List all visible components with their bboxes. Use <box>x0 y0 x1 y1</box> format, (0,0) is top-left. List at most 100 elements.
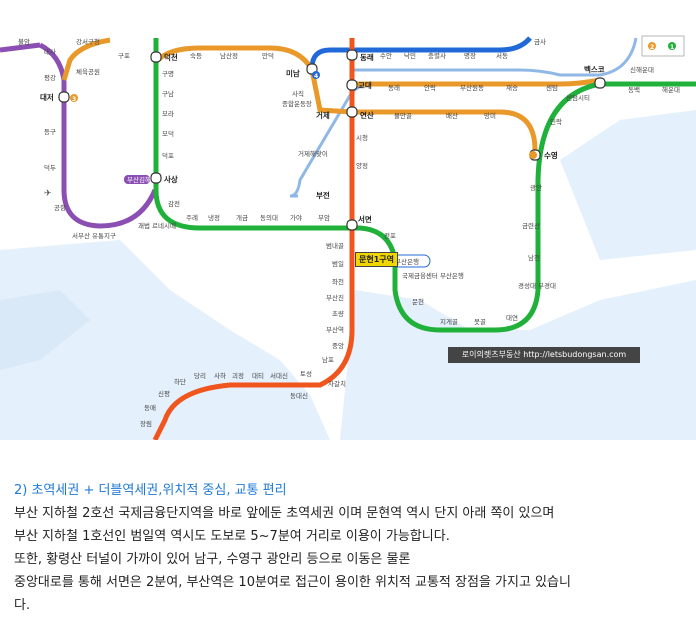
description-line-3: 또한, 황령산 터널이 가까이 있어 남구, 수영구 광안리 등으로 이동은 물… <box>14 552 411 567</box>
station-deokcheon-marker <box>150 51 162 63</box>
line4-route <box>309 36 532 69</box>
station-label-deokdu: 덕두 <box>44 163 56 172</box>
line-badge-number: 4 <box>314 73 318 80</box>
water-area-east <box>560 110 696 260</box>
station-label-nakmin: 낙민 <box>404 51 416 60</box>
station-label-choryang: 초량 <box>332 310 344 318</box>
munhyeon-district-label: 문현1구역 <box>355 252 399 267</box>
busan-bank-label: 부산은행 <box>395 257 419 266</box>
busan-gimhae-tag <box>124 175 150 184</box>
station-label-deunggu: 등구 <box>44 128 56 136</box>
station-label-sinpyeong: 신평 <box>158 389 170 398</box>
station-label-mulmangol: 물만골 <box>394 111 412 120</box>
station-label-hadan: 하단 <box>174 377 186 386</box>
station-label-airport: 공항 <box>54 203 66 212</box>
station-label-daejeo: 대저 <box>40 92 54 102</box>
station-label-busan-station: 부산역 <box>326 325 344 334</box>
station-label-baesan: 배산 <box>446 111 458 120</box>
station-label-busan-gimhae: 부산김해 <box>127 175 151 184</box>
station-label-minam: 미남 <box>286 68 300 78</box>
station-label-dongmae: 동매 <box>144 404 156 412</box>
station-label-daesa: 대사 <box>44 47 56 56</box>
station-daejeo-marker <box>58 91 70 103</box>
station-label-sukdeung: 숙등 <box>190 52 202 60</box>
station-label-seodong: 서동 <box>496 51 508 60</box>
station-label-dongbaek: 동백 <box>628 85 640 94</box>
description-line-5: 다. <box>14 598 31 613</box>
station-label-gaya: 가야 <box>290 213 302 222</box>
station-label-sports: 종합운동장 <box>282 99 312 108</box>
station-label-jigegol: 지게골 <box>440 317 458 326</box>
legend-badge-green <box>668 42 676 50</box>
legend-badge-orange <box>648 42 656 50</box>
station-label-gupo: 구포 <box>118 52 130 60</box>
station-label-modeok: 모덕 <box>162 129 174 138</box>
station-label-dangri: 당리 <box>194 371 206 380</box>
station-label-deokcheon: 덕천 <box>164 52 178 62</box>
station-label-chungryeolsa: 충렬사 <box>428 51 446 60</box>
station-label-daeyeon: 대연 <box>506 314 518 322</box>
donghae-route-top <box>352 37 638 77</box>
description-line-1: 부산 지하철 2호선 국제금융단지역을 바로 앞에둔 초역세권 이며 문현역 역… <box>14 506 555 521</box>
station-label-saha: 사하 <box>214 371 226 380</box>
station-label-toseong: 토성 <box>300 369 312 378</box>
description-line-4: 중앙대로를 통해 서면은 2분여, 부산역은 10분여로 접근이 용이한 위치적… <box>14 575 571 590</box>
station-label-sicheong: 시청 <box>356 134 368 142</box>
station-label-geojehaemaji: 거제해맞이 <box>298 149 328 158</box>
station-label-sajik: 사직 <box>292 89 304 98</box>
station-label-mangmi: 망미 <box>484 111 496 120</box>
station-label-seomyeon: 서면 <box>358 214 372 224</box>
station-label-geoje: 거제 <box>316 110 330 120</box>
donghae-route-mid <box>289 84 361 198</box>
station-label-geumnyeon: 금련산 <box>522 221 540 230</box>
station-label-gwaebeop: 괘법 르네시떼 <box>138 221 176 230</box>
water-area-river <box>0 290 90 370</box>
station-label-gwangan: 광안 <box>530 183 542 192</box>
water-area-west <box>0 240 330 440</box>
station-label-jaesong: 재송 <box>506 84 518 92</box>
legend-box <box>641 35 685 57</box>
station-label-jagalchi: 자갈치 <box>328 379 346 388</box>
station-label-gyodae: 교대 <box>358 80 372 90</box>
station-label-yangjeong: 양정 <box>356 161 368 170</box>
station-label-bexco: 벡스코 <box>584 64 605 74</box>
station-label-goejeong: 괴정 <box>232 371 244 380</box>
station-label-centum-city: 센텀시티 <box>566 93 590 102</box>
subway-map: ✈ 부산은행 불암 대사 강서구청 구포 덕천 숙등 남산정 만덕 미남 동래 … <box>0 35 696 440</box>
watermark: 로이의렛츠부동산 http://letsbudongsan.com <box>448 347 640 363</box>
station-label-beomil: 범일 <box>332 259 344 268</box>
station-label-dongdaesin: 동대신 <box>290 391 308 400</box>
station-seomyeon-marker <box>346 219 358 231</box>
station-gyodae-marker <box>346 79 358 91</box>
station-sasang-marker <box>150 172 162 184</box>
station-label-seodaesin: 서대신 <box>270 371 288 380</box>
line1-route <box>152 38 355 440</box>
station-label-gamjeon: 감전 <box>168 199 180 208</box>
description-block: 2) 초역세권 + 더블역세권,위치적 중심, 교통 편리 부산 지하철 2호선… <box>14 480 686 617</box>
station-label-myeongjang: 명장 <box>464 51 476 60</box>
station-label-geumsa: 금사 <box>534 37 546 46</box>
station-label-motgol: 못골 <box>474 318 486 326</box>
station-label-daeti: 대티 <box>252 371 264 380</box>
line2-route <box>153 38 696 333</box>
station-label-beomnaegol: 범내골 <box>326 241 344 250</box>
station-label-centum: 센텀 <box>546 83 558 92</box>
line3-west-stub <box>61 37 111 81</box>
station-label-kyungsung: 경성대 부경대 <box>518 281 556 290</box>
station-label-allak: 안락 <box>424 83 436 92</box>
station-label-gaegeum: 개금 <box>236 213 248 222</box>
line-badge-number: 3 <box>72 96 76 103</box>
line-badge-number: 2 <box>650 44 654 51</box>
station-label-sinhaeundae: 신해운대 <box>630 65 654 74</box>
line3-badge <box>70 94 78 102</box>
station-label-ifc: 국제금융센터 부산은행 <box>402 271 464 280</box>
station-label-namcheon: 남천 <box>528 253 540 262</box>
station-bexco-marker <box>594 77 606 89</box>
station-label-bujeon: 부전 <box>316 190 330 200</box>
busan-gimhae-route <box>38 42 158 229</box>
station-label-gunam: 구남 <box>162 89 174 98</box>
line3-badge-suyeong <box>529 151 537 159</box>
busan-gimhae-stub <box>0 42 41 53</box>
station-label-jurye: 주례 <box>186 213 198 222</box>
subway-map-svg: ✈ 부산은행 불암 대사 강서구청 구포 덕천 숙등 남산정 만덕 미남 동래 … <box>0 35 696 440</box>
